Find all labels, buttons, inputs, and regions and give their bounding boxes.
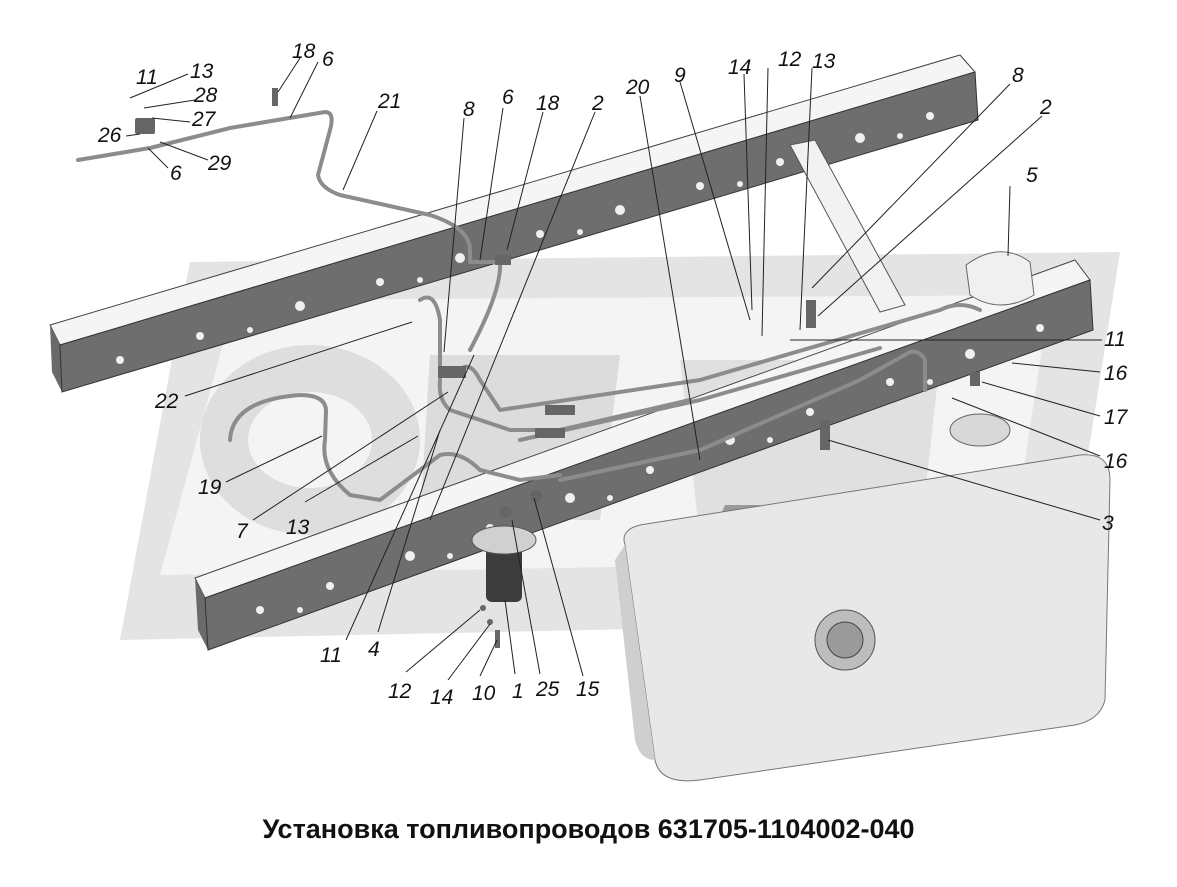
callout-8: 8 <box>463 98 475 121</box>
fittings <box>135 88 980 648</box>
callout-16: 16 <box>1104 362 1128 385</box>
callout-14: 14 <box>430 686 453 709</box>
tank-filler-cap <box>814 609 876 671</box>
callout-13: 13 <box>812 50 836 73</box>
callout-12: 12 <box>388 680 412 703</box>
callout-4: 4 <box>368 638 380 661</box>
drawing-caption: Установка топливопроводов 631705-1104002… <box>262 814 915 844</box>
callout-8: 8 <box>1012 64 1024 87</box>
drawing-canvas: 18 6 11 13 28 27 26 29 6 21 8 6 18 2 20 … <box>49 40 1129 782</box>
callout-13: 13 <box>286 516 310 539</box>
reservoir <box>965 251 1035 306</box>
callout-labels: 18 6 11 13 28 27 26 29 6 21 8 6 18 2 20 … <box>97 40 1129 709</box>
callout-5: 5 <box>1026 164 1038 187</box>
callout-12: 12 <box>778 48 802 71</box>
assembly-drawing: 18 6 11 13 28 27 26 29 6 21 8 6 18 2 20 … <box>49 40 1129 782</box>
callout-10: 10 <box>472 682 496 705</box>
callout-25: 25 <box>535 678 560 701</box>
callout-6: 6 <box>322 48 334 71</box>
leader-lines <box>125 57 1102 681</box>
callout-6: 6 <box>170 162 182 185</box>
callout-16: 16 <box>1104 450 1128 473</box>
callout-28: 28 <box>193 84 218 107</box>
callout-21: 21 <box>377 90 401 113</box>
callout-2: 2 <box>1039 96 1052 119</box>
callout-1: 1 <box>512 680 524 703</box>
callout-15: 15 <box>576 678 600 701</box>
callout-11: 11 <box>136 66 158 89</box>
callout-3: 3 <box>1102 512 1114 535</box>
callout-18: 18 <box>536 92 560 115</box>
callout-13: 13 <box>190 60 214 83</box>
callout-9: 9 <box>674 64 686 87</box>
callout-20: 20 <box>625 76 650 99</box>
callout-17: 17 <box>1104 406 1129 429</box>
callout-7: 7 <box>236 520 249 543</box>
fuel-filter <box>471 525 537 602</box>
fuel-lines <box>76 110 982 502</box>
tank-sender-flange <box>949 413 1011 447</box>
callout-18: 18 <box>292 40 316 63</box>
callout-19: 19 <box>198 476 222 499</box>
callout-11: 11 <box>320 644 342 667</box>
fuel-tank <box>615 413 1111 782</box>
frame-rail-upper <box>49 54 979 393</box>
callout-11: 11 <box>1104 328 1126 351</box>
callout-14: 14 <box>728 56 751 79</box>
callout-2: 2 <box>591 92 604 115</box>
callout-26: 26 <box>97 124 122 147</box>
callout-29: 29 <box>207 152 232 175</box>
callout-27: 27 <box>191 108 217 131</box>
cross-member <box>789 139 906 313</box>
callout-22: 22 <box>154 390 179 413</box>
callout-6: 6 <box>502 86 514 109</box>
